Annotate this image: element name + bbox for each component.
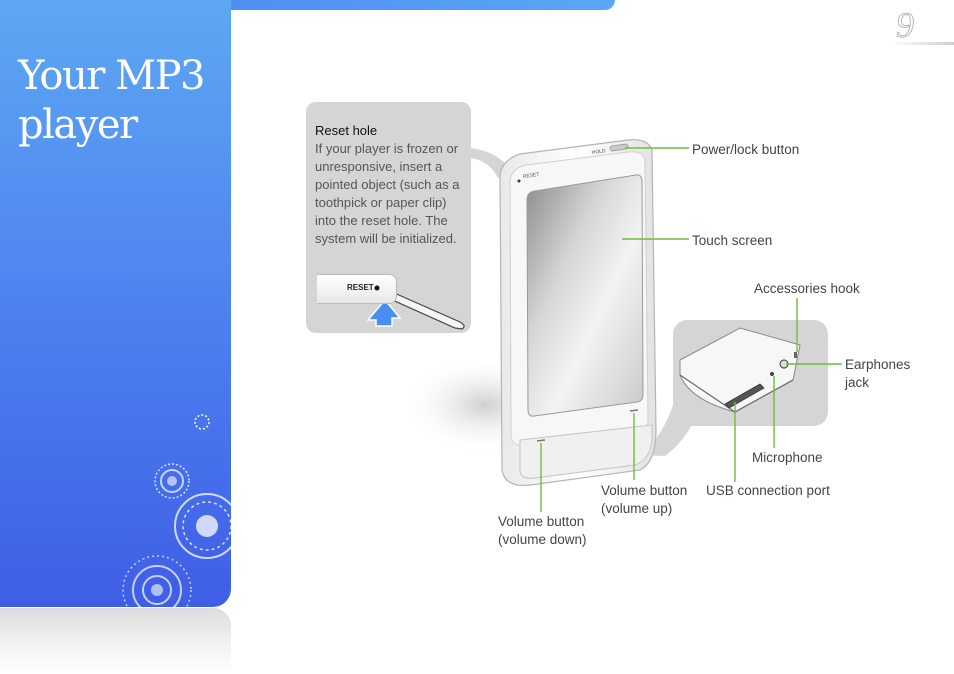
page-title: Your MP3 player <box>18 53 205 148</box>
accessories-hook-shape <box>794 352 797 358</box>
label-earphones-jack-line2: jack <box>845 375 870 390</box>
label-accessories-hook: Accessories hook <box>754 281 860 296</box>
label-microphone: Microphone <box>752 450 823 465</box>
reset-hole-description: If your player is frozen or unresponsive… <box>315 141 460 246</box>
label-usb-connection-port: USB connection port <box>706 483 830 498</box>
reset-hole-title: Reset hole <box>315 123 378 138</box>
side-panel-footer <box>0 608 231 674</box>
label-earphones-jack-line1: Earphones <box>845 357 911 372</box>
decorative-circles <box>122 414 231 607</box>
device-bottom-closeup <box>679 327 801 413</box>
label-volume-down-line2: (volume down) <box>498 532 587 547</box>
label-earphones-jack: Earphones jack <box>845 356 910 392</box>
device-bottom-bar <box>519 424 653 479</box>
device-reset-text: RESET <box>522 172 539 180</box>
page-number-underline <box>889 42 954 45</box>
label-power-lock-button: Power/lock button <box>692 142 800 157</box>
reset-strip-label: RESET <box>347 283 374 292</box>
label-volume-up-line1: Volume button <box>601 483 688 498</box>
volume-down-mark <box>536 439 546 442</box>
reset-hole-dot <box>517 179 521 183</box>
label-volume-down: Volume button (volume down) <box>498 513 587 549</box>
top-strip <box>231 0 615 10</box>
label-volume-up-line2: (volume up) <box>601 501 673 516</box>
device-hold-text: HOLD <box>591 148 606 156</box>
reset-strip <box>317 274 397 304</box>
power-button-shape <box>609 143 629 152</box>
label-touch-screen: Touch screen <box>692 233 773 248</box>
label-volume-up: Volume button (volume up) <box>601 482 687 518</box>
touch-screen <box>526 174 644 417</box>
label-volume-down-line1: Volume button <box>498 514 585 529</box>
microphone-shape <box>770 372 774 376</box>
page-number: 9 <box>896 5 915 46</box>
side-panel: Your MP3 player <box>0 0 231 607</box>
volume-up-mark <box>629 409 639 412</box>
callout-leaders <box>540 147 842 512</box>
